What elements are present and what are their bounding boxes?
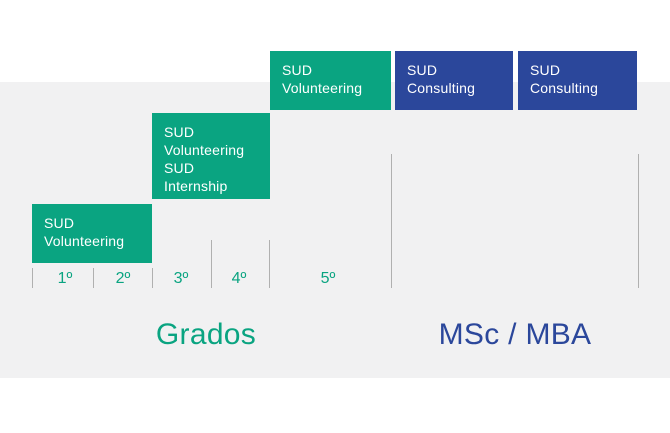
program-box-line: Internship: [164, 178, 228, 194]
program-box-line: Consulting: [407, 80, 476, 96]
section-label-grados: Grados: [155, 318, 257, 351]
section-label-msc-mba: MSc / MBA: [438, 318, 592, 351]
timeline-divider: [391, 154, 392, 288]
program-box-line: Volunteering: [164, 142, 245, 158]
program-box-line: SUD: [407, 62, 438, 78]
year-label-1: 1º: [57, 270, 73, 287]
program-box-sud-consulting-msc-1: SUD Consulting: [395, 51, 513, 110]
year-label-2: 2º: [115, 270, 131, 287]
program-box-line: SUD: [164, 124, 195, 140]
program-box-line: SUD: [282, 62, 313, 78]
program-box-sud-volunteering-year-5: SUD Volunteering: [270, 51, 391, 110]
timeline-tick: [269, 240, 270, 288]
program-box-sud-volunteering-years-1-2: SUD Volunteering: [32, 204, 152, 263]
timeline-divider: [638, 154, 639, 288]
program-box-line: Volunteering: [44, 233, 125, 249]
program-box-line: SUD: [530, 62, 561, 78]
program-box-sud-consulting-msc-2: SUD Consulting: [518, 51, 637, 110]
program-box-sud-volunteering-internship-years-3-4: SUD Volunteering SUD Internship: [152, 113, 270, 199]
timeline-tick: [32, 268, 33, 288]
timeline-tick: [152, 268, 153, 288]
timeline-tick: [93, 268, 94, 288]
year-label-4: 4º: [231, 270, 247, 287]
year-label-5: 5º: [320, 270, 336, 287]
program-box-line: SUD: [164, 160, 195, 176]
program-box-line: SUD: [44, 215, 75, 231]
year-label-3: 3º: [173, 270, 189, 287]
timeline-tick: [211, 240, 212, 288]
program-box-line: Volunteering: [282, 80, 363, 96]
program-box-line: Consulting: [530, 80, 599, 96]
